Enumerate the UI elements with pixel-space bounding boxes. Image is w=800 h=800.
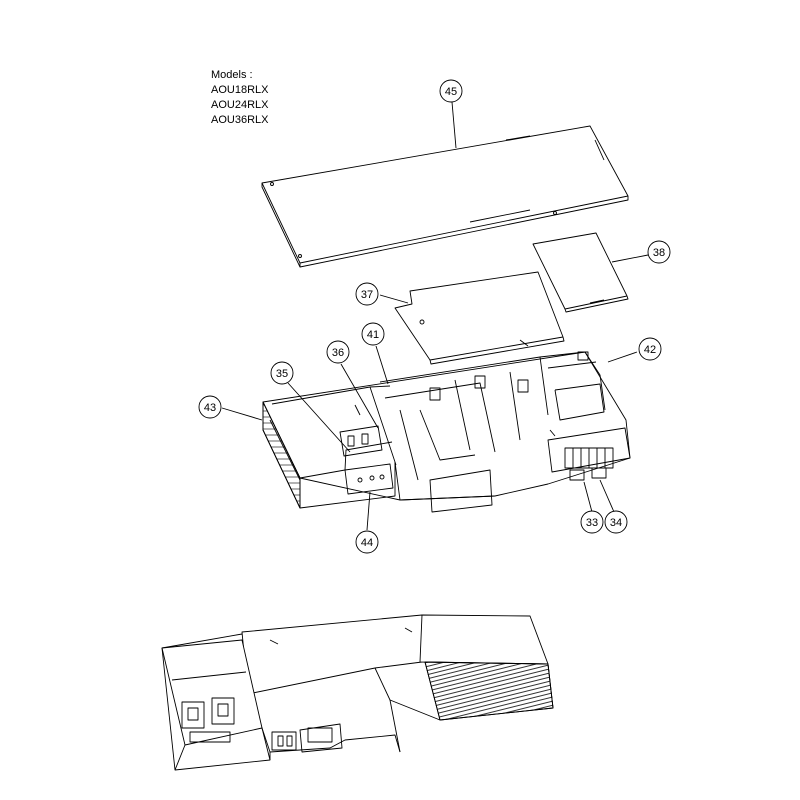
model-item: AOU18RLX (211, 84, 269, 96)
callout-label: 41 (367, 329, 379, 341)
callout-label: 33 (586, 517, 598, 529)
callout-34: 34 (604, 510, 628, 534)
callout-label: 38 (653, 247, 665, 259)
callout-41: 41 (361, 322, 385, 346)
callout-45: 45 (439, 79, 463, 103)
assembled-view (161, 614, 554, 771)
callout-33: 33 (580, 510, 604, 534)
callout-label: 35 (276, 368, 288, 380)
callout-35: 35 (270, 361, 294, 385)
top-cover-panel (261, 125, 629, 268)
models-heading: Models : (211, 69, 253, 81)
inner-panel (394, 271, 565, 365)
callout-label: 42 (644, 344, 656, 356)
model-item: AOU24RLX (211, 99, 269, 111)
callout-44: 44 (355, 530, 379, 554)
models-block: Models : AOU18RLX AOU24RLX AOU36RLX (211, 68, 268, 128)
callout-label: 45 (445, 86, 457, 98)
control-cover-panel (532, 232, 629, 313)
callout-label: 34 (610, 517, 622, 529)
callout-label: 36 (332, 347, 344, 359)
callout-37: 37 (355, 282, 379, 306)
callout-36: 36 (326, 340, 350, 364)
callout-38: 38 (647, 240, 671, 264)
leader-lines (221, 101, 649, 531)
model-item: AOU36RLX (211, 114, 269, 126)
callout-label: 44 (361, 537, 373, 549)
callouts: 45 38 37 41 36 42 35 43 (198, 79, 671, 554)
main-chassis (262, 351, 631, 513)
callout-42: 42 (638, 337, 662, 361)
callout-label: 37 (361, 289, 373, 301)
callout-43: 43 (198, 395, 222, 419)
callout-label: 43 (204, 402, 216, 414)
